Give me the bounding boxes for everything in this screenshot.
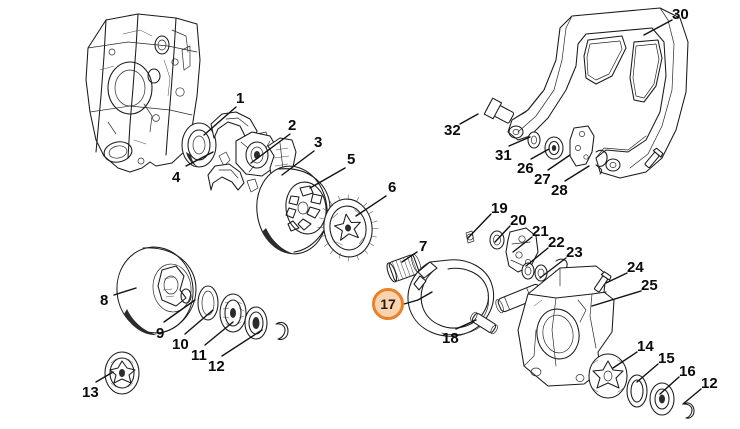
clutch-drum-stack-drawing xyxy=(104,246,289,395)
leader-line-4 xyxy=(185,151,214,167)
callout-label-washer[interactable]: 26 xyxy=(517,160,534,177)
callout-label-clutch-spring[interactable]: 2 xyxy=(288,117,297,134)
callout-label-washer[interactable]: 9 xyxy=(156,325,165,342)
callout-label-washer[interactable]: 4 xyxy=(172,169,181,186)
callout-label-circlip[interactable]: 12 xyxy=(208,358,225,375)
leader-line-28 xyxy=(564,165,590,182)
callout-label-sprocket-cover[interactable]: 25 xyxy=(641,277,658,294)
callout-label-rim-sprocket[interactable]: 13 xyxy=(82,384,99,401)
callout-label-lever-pin[interactable]: 19 xyxy=(491,200,508,217)
leader-line-26 xyxy=(530,148,550,160)
callout-label-pin[interactable]: 18 xyxy=(442,330,459,347)
callout-label-clutch-drum-with-sprocket[interactable]: 5 xyxy=(347,151,356,168)
leader-line-27 xyxy=(547,154,571,171)
callout-label-spacer-ring[interactable]: 15 xyxy=(658,350,675,367)
hand-guard-drawing xyxy=(483,7,689,179)
leader-line-31 xyxy=(508,136,531,147)
callout-label-washer[interactable]: 16 xyxy=(679,363,696,380)
callout-label-brake-lever[interactable]: 21 xyxy=(532,223,549,240)
callout-label-star-washer[interactable]: 14 xyxy=(637,338,654,355)
leader-line-14 xyxy=(612,351,638,369)
leader-line-24 xyxy=(605,272,628,284)
leader-line-23 xyxy=(539,257,567,279)
callout-label-bearing[interactable]: 11 xyxy=(191,347,207,364)
callout-label-pin[interactable]: 22 xyxy=(548,234,565,251)
callout-label-circlip[interactable]: 12 xyxy=(701,375,718,392)
callout-label-clutch-shoe-assembly[interactable]: 1 xyxy=(236,90,245,107)
leader-line-17 xyxy=(403,291,433,305)
leader-line-30 xyxy=(643,19,673,36)
callout-label-clutch-carrier[interactable]: 3 xyxy=(314,134,323,151)
callout-label-clutch-drum-rim[interactable]: 8 xyxy=(100,292,109,309)
leader-line-21 xyxy=(512,236,533,253)
callout-label-washer[interactable]: 31 xyxy=(495,147,512,164)
leader-line-15 xyxy=(636,363,659,383)
leader-line-12 xyxy=(682,388,702,405)
leader-line-12 xyxy=(221,329,263,357)
leader-line-25 xyxy=(591,290,642,307)
sprocket-cover-drawing xyxy=(517,265,695,419)
leader-line-8 xyxy=(113,287,137,296)
leader-line-13 xyxy=(95,371,114,383)
leader-line-6 xyxy=(355,195,387,217)
brake-band-part xyxy=(407,259,494,337)
leader-line-3 xyxy=(281,150,315,176)
leader-line-2 xyxy=(250,133,291,164)
leader-line-16 xyxy=(659,376,680,395)
highlight-number: 17 xyxy=(380,296,396,312)
leader-line-18 xyxy=(455,319,477,330)
leader-line-11 xyxy=(204,321,234,346)
callout-label-bushing[interactable]: 27 xyxy=(534,171,551,188)
leader-line-10 xyxy=(184,309,214,335)
callout-label-needle-cage[interactable]: 10 xyxy=(172,336,189,353)
callout-label-grooved-pin[interactable]: 32 xyxy=(444,122,461,139)
leader-line-22 xyxy=(525,247,549,267)
callout-label-needle-cage[interactable]: 7 xyxy=(419,238,428,255)
leader-line-20 xyxy=(494,225,511,243)
callout-label-screw[interactable]: 24 xyxy=(627,259,644,276)
callout-label-tension-spring[interactable]: 23 xyxy=(566,244,583,261)
leader-line-32 xyxy=(459,113,479,125)
leader-line-5 xyxy=(309,167,346,189)
highlighted-callout-17[interactable]: 17 xyxy=(372,288,404,320)
callout-label-washer[interactable]: 20 xyxy=(510,212,527,229)
callout-label-needle-cage-sprocket[interactable]: 6 xyxy=(388,179,397,196)
callout-label-spring-clip[interactable]: 28 xyxy=(551,182,568,199)
leader-line-1 xyxy=(203,106,237,136)
leader-line-19 xyxy=(467,213,492,239)
callout-leader-lines xyxy=(95,19,702,405)
crankcase-housing-drawing xyxy=(85,13,201,173)
leader-line-9 xyxy=(163,299,196,323)
callout-label-hand-guard[interactable]: 30 xyxy=(672,6,689,23)
clutch-assembly-drawing xyxy=(181,111,379,262)
leader-line-7 xyxy=(401,251,418,263)
